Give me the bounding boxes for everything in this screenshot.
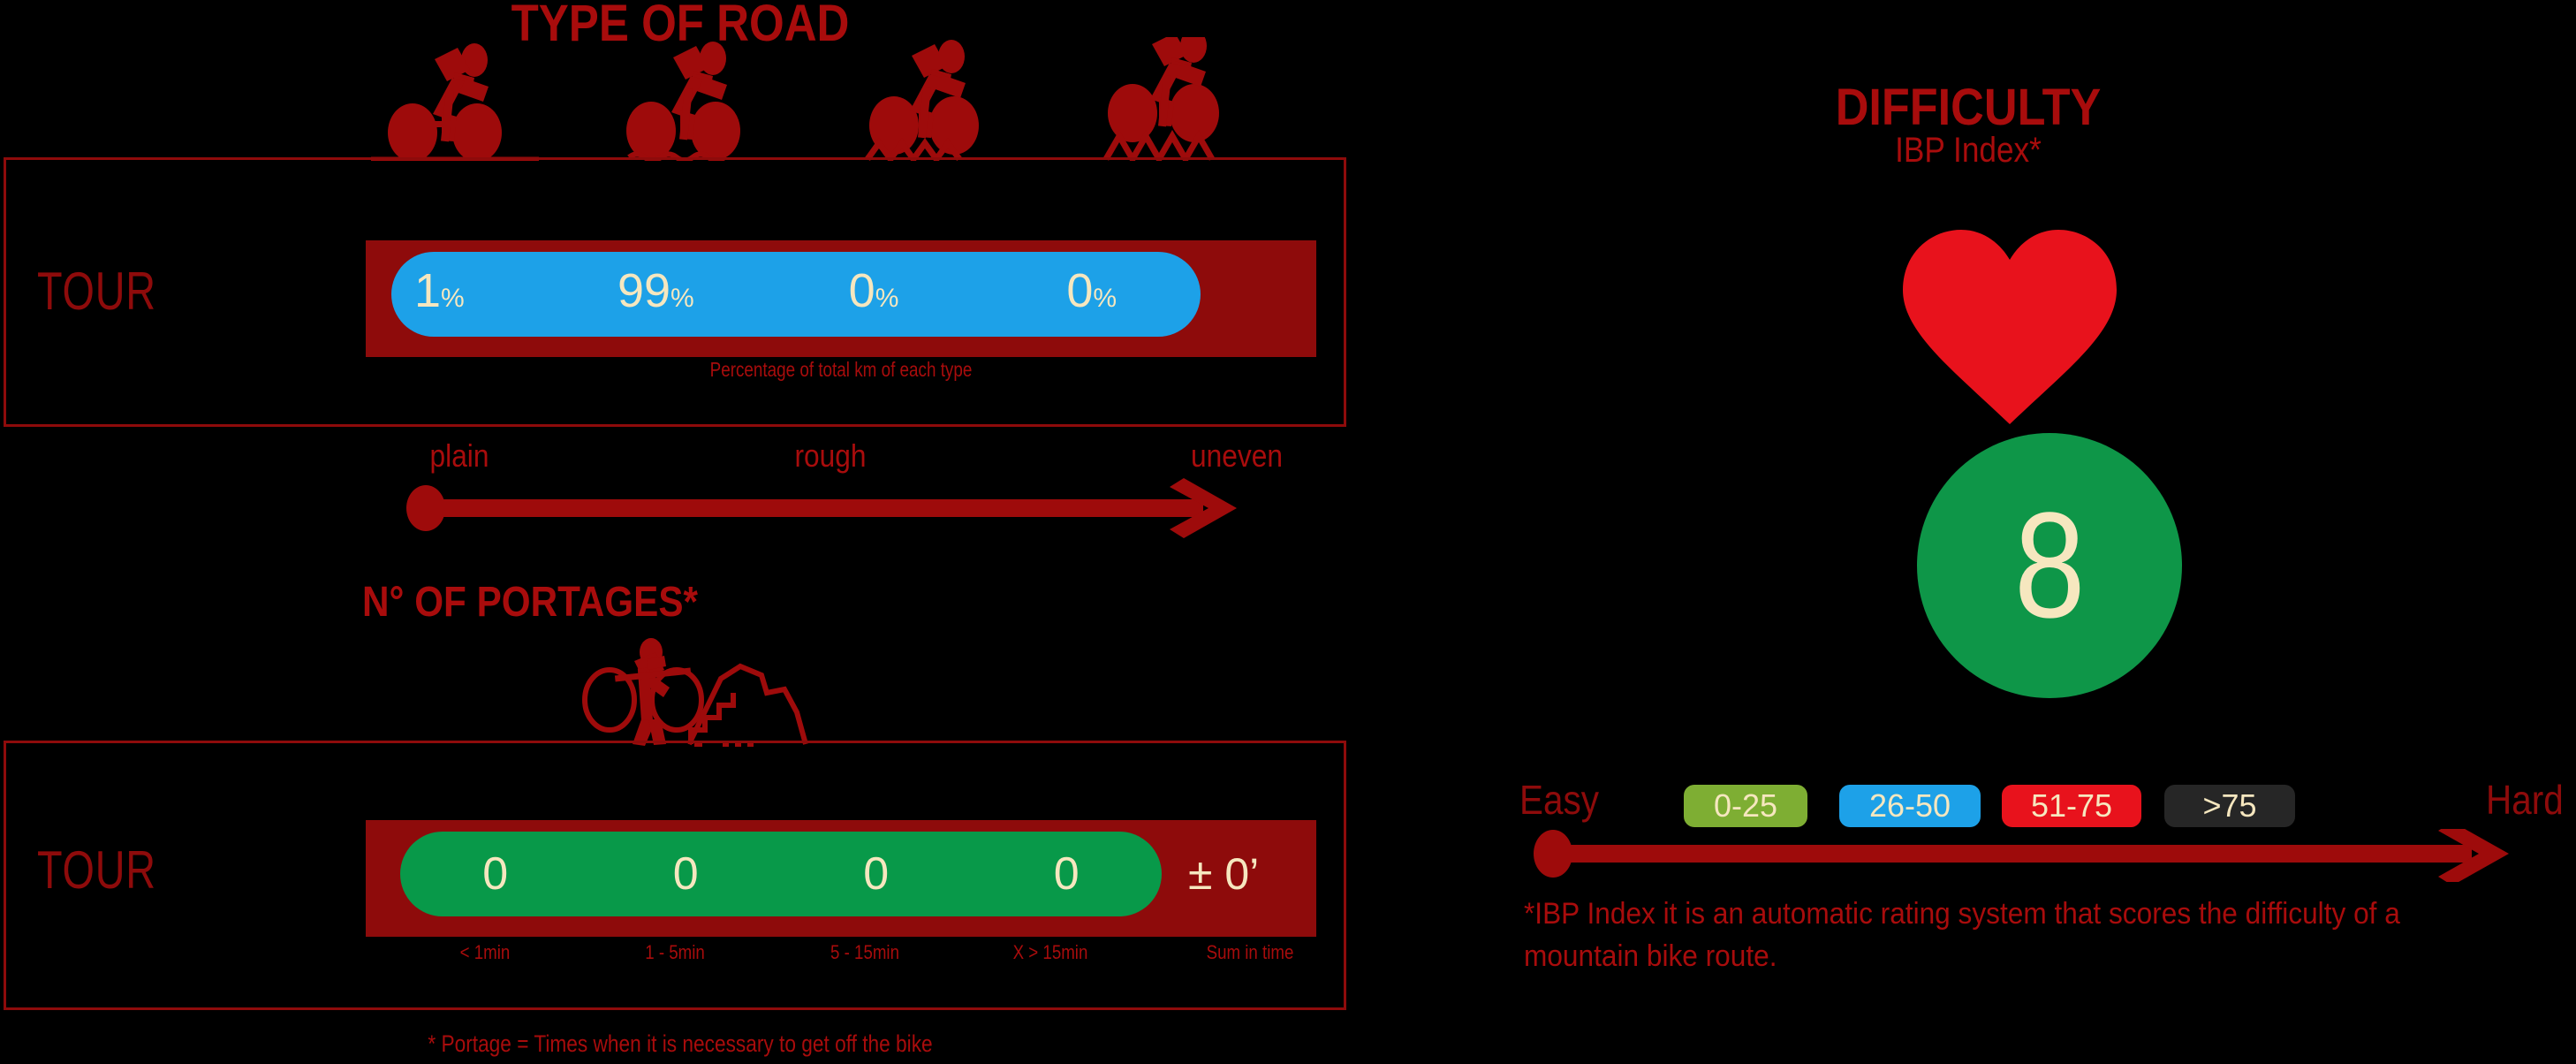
type-of-road-panel: TYPE OF ROAD xyxy=(4,0,1346,1057)
ibp-index-footnote: *IBP Index it is an automatic rating sys… xyxy=(1524,897,2400,973)
heart-icon xyxy=(1899,228,2120,427)
road-pct-very-rough-symbol: % xyxy=(875,283,899,313)
difficulty-badge-51-75: 51-75 xyxy=(2002,785,2141,827)
portage-tick-5-15min: 5 - 15min xyxy=(830,941,899,963)
cyclist-plain-icon xyxy=(371,37,539,163)
ibp-score-circle: 8 xyxy=(1917,433,2182,698)
ibp-index-subtitle: IBP Index* xyxy=(1895,131,2042,170)
road-bar-caption: Percentage of total km of each type xyxy=(709,358,973,381)
difficulty-badge-0-25: 0-25 xyxy=(1684,785,1807,827)
cyclist-uneven-icon xyxy=(1087,29,1254,166)
road-pct-uneven-value: 0 xyxy=(1066,263,1094,317)
difficulty-badge-26-50-label: 26-50 xyxy=(1868,787,1951,824)
portage-count-5-15min: 0 xyxy=(863,848,890,900)
cyclist-rough-icon xyxy=(848,37,1016,164)
difficulty-title: DIFFICULTY xyxy=(1835,79,2102,136)
portage-count-1-5min: 0 xyxy=(672,848,699,900)
road-pct-plain-symbol: % xyxy=(441,283,465,313)
road-pct-uneven-symbol: % xyxy=(1093,283,1118,313)
tour-row-label-road: TOUR xyxy=(37,262,156,321)
portage-tick-sum-in-time: Sum in time xyxy=(1206,941,1294,963)
portage-count-bar: 0 0 0 0 xyxy=(400,832,1162,916)
difficulty-scale: Easy Hard 0-25 26-50 51-75 >75 xyxy=(1519,762,2576,882)
difficulty-badge-26-50: 26-50 xyxy=(1839,785,1981,827)
ibp-score-value: 8 xyxy=(2013,482,2086,650)
road-pct-plain-value: 1 xyxy=(414,263,442,317)
roughness-arrow-icon xyxy=(406,478,1237,538)
difficulty-arrow-icon xyxy=(1534,829,2509,882)
tour-row-label-portage: TOUR xyxy=(37,840,156,900)
difficulty-panel: DIFFICULTY IBP Index* 8 Easy Hard 0-25 2… xyxy=(1360,0,2576,1064)
road-pct-rough-value: 99 xyxy=(617,263,671,317)
cyclist-slightly-rough-icon xyxy=(610,37,777,163)
difficulty-badge-0-25-label: 0-25 xyxy=(1713,787,1778,824)
hiker-carrying-bike-icon xyxy=(565,636,875,747)
portage-count-under-1min: 0 xyxy=(482,848,509,900)
portages-title: N° OF PORTAGES* xyxy=(362,579,698,626)
road-pct-very-rough: 0% xyxy=(765,267,983,323)
scale-label-plain: plain xyxy=(429,437,489,474)
portage-tick-under-1min: < 1min xyxy=(459,941,510,963)
portage-sum-in-time-value: ± 0’ xyxy=(1188,849,1260,899)
scale-label-rough: rough xyxy=(794,437,867,474)
portages-frame xyxy=(4,741,1346,1010)
road-pct-plain: 1% xyxy=(391,267,547,323)
type-of-road-frame xyxy=(4,157,1346,427)
difficulty-easy-label: Easy xyxy=(1519,777,1599,823)
road-pct-rough: 99% xyxy=(547,267,765,323)
difficulty-hard-label: Hard xyxy=(2486,777,2564,823)
difficulty-badge-over-75-label: >75 xyxy=(2202,787,2257,824)
portage-tick-labels: < 1min 1 - 5min 5 - 15min X > 15min Sum … xyxy=(366,941,1316,969)
portage-count-over-15min: 0 xyxy=(1053,848,1080,900)
portage-tick-over-15min: X > 15min xyxy=(1012,941,1088,963)
road-pct-uneven: 0% xyxy=(982,267,1201,323)
road-percentage-bar: 1% 99% 0% 0% xyxy=(391,252,1201,337)
type-of-road-title: TYPE OF ROAD xyxy=(511,0,850,52)
difficulty-badge-over-75: >75 xyxy=(2164,785,2295,827)
portage-footnote: * Portage = Times when it is necessary t… xyxy=(428,1030,933,1057)
difficulty-badge-51-75-label: 51-75 xyxy=(2030,787,2113,824)
portage-tick-1-5min: 1 - 5min xyxy=(644,941,705,963)
road-pct-very-rough-value: 0 xyxy=(848,263,875,317)
road-roughness-scale: plain rough uneven xyxy=(389,437,1283,543)
road-pct-rough-symbol: % xyxy=(671,283,694,313)
scale-label-uneven: uneven xyxy=(1191,437,1283,474)
road-type-icon-row xyxy=(371,29,1254,166)
